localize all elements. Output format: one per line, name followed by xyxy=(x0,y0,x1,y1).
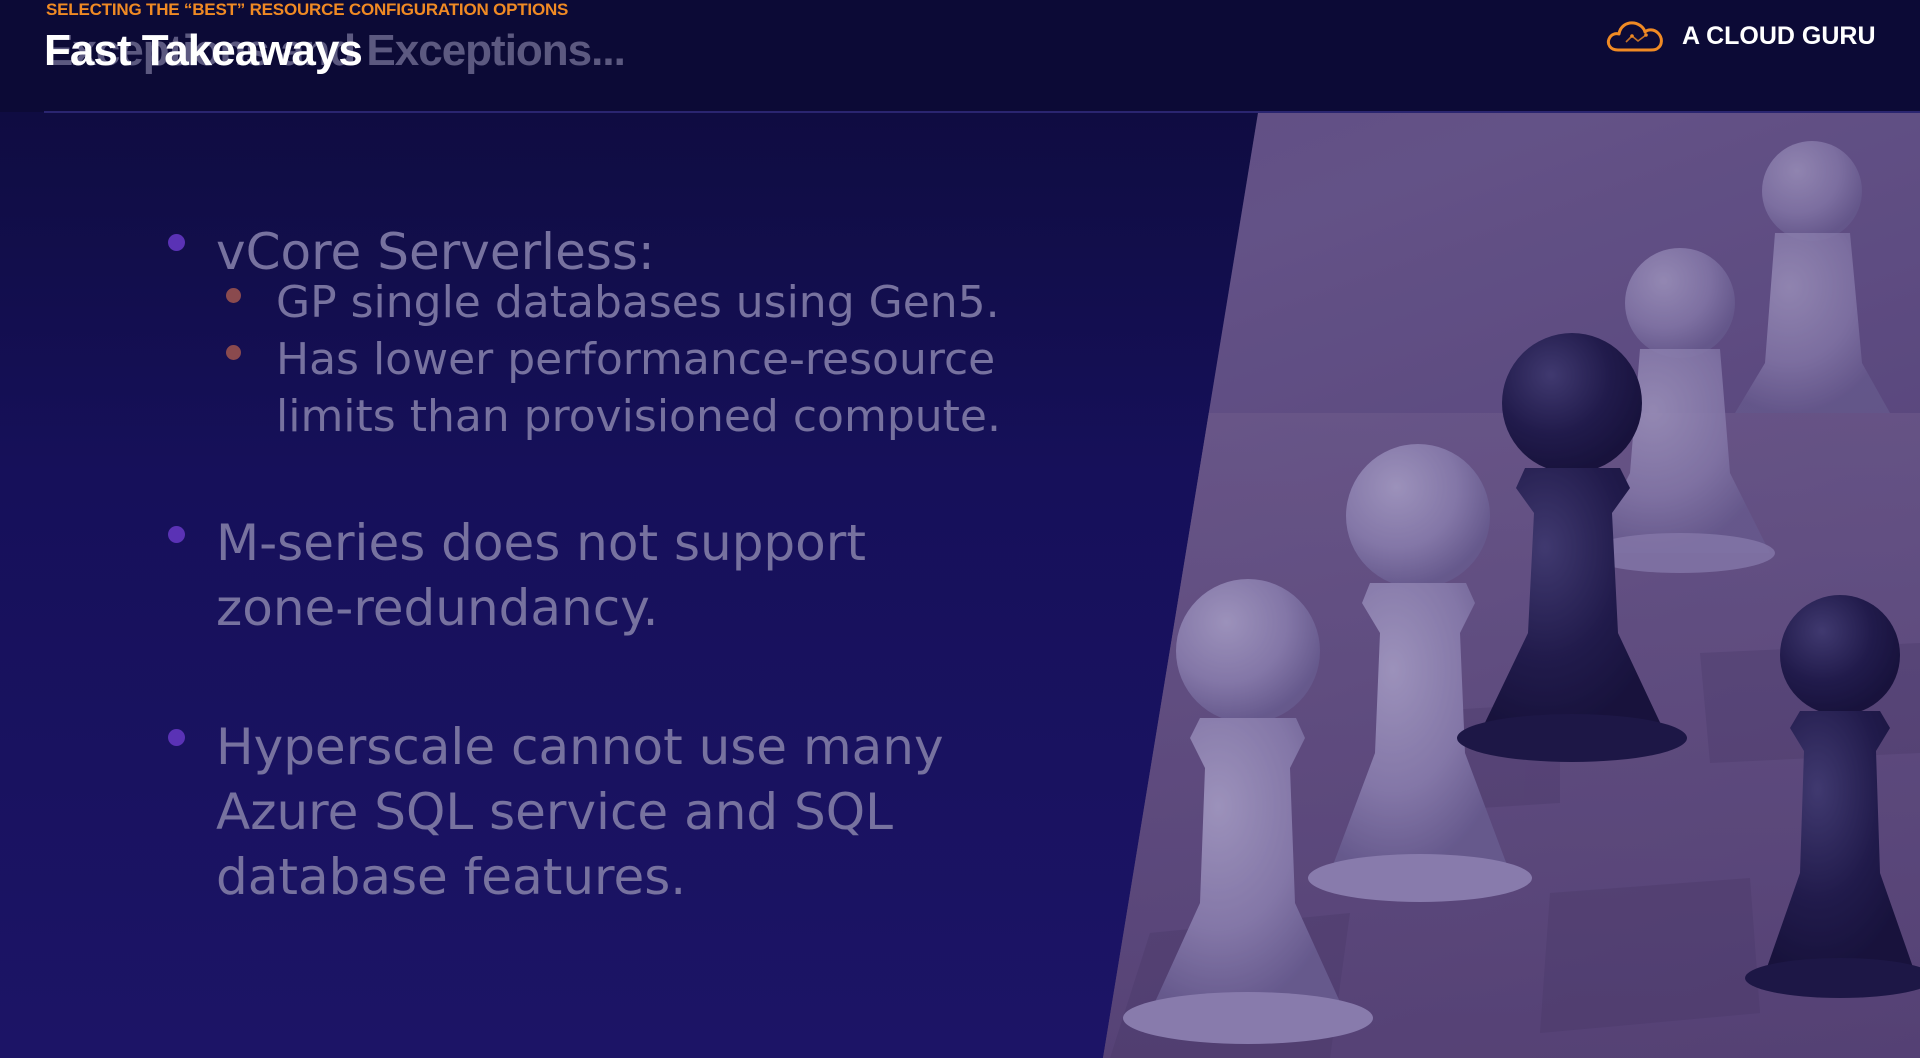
bullet-hyperscale-line1: Hyperscale cannot use many xyxy=(216,718,944,776)
chess-pieces-photo xyxy=(1103,113,1920,1058)
white-pawn-middle xyxy=(1123,444,1532,1044)
bullet-vcore-serverless: vCore Serverless: xyxy=(216,223,655,281)
chess-illustration xyxy=(1103,141,1920,1058)
sub-bullet-dot xyxy=(226,288,241,303)
slide-title: Exceptions and Exceptions... Fast Takeaw… xyxy=(44,26,744,86)
black-pawn-front xyxy=(1457,333,1920,998)
photo-tint-overlay xyxy=(1103,113,1920,1058)
slide-title-text: Fast Takeaways xyxy=(44,26,363,75)
brand-name: A CLOUD GURU xyxy=(1682,21,1876,50)
section-label: SELECTING THE “BEST” RESOURCE CONFIGURAT… xyxy=(46,0,569,19)
bullet-m-series-line2: zone-redundancy. xyxy=(216,579,659,637)
bullet-hyperscale-line2: Azure SQL service and SQL xyxy=(216,783,894,841)
bullet-m-series-line1: M-series does not support xyxy=(216,514,866,572)
white-pawn-far xyxy=(1585,141,1890,573)
sub-bullet-dot xyxy=(226,345,241,360)
sub-bullet-lower-limits-line1: Has lower performance-resource xyxy=(276,334,996,385)
sub-bullet-lower-limits-line2: limits than provisioned compute. xyxy=(276,391,1001,442)
header-divider xyxy=(44,111,1920,113)
sub-bullet-gen5: GP single databases using Gen5. xyxy=(276,277,1000,328)
bullet-dot xyxy=(168,729,185,746)
slide-title-transition-ghost: Exceptions and Exceptions... xyxy=(44,26,626,75)
header-bar: SELECTING THE “BEST” RESOURCE CONFIGURAT… xyxy=(0,0,1920,112)
bullet-dot xyxy=(168,234,185,251)
brand-logo: A CLOUD GURU xyxy=(1604,16,1884,56)
cloud-icon xyxy=(1606,21,1663,52)
bullet-dot xyxy=(168,526,185,543)
bullet-hyperscale-line3: database features. xyxy=(216,848,687,906)
